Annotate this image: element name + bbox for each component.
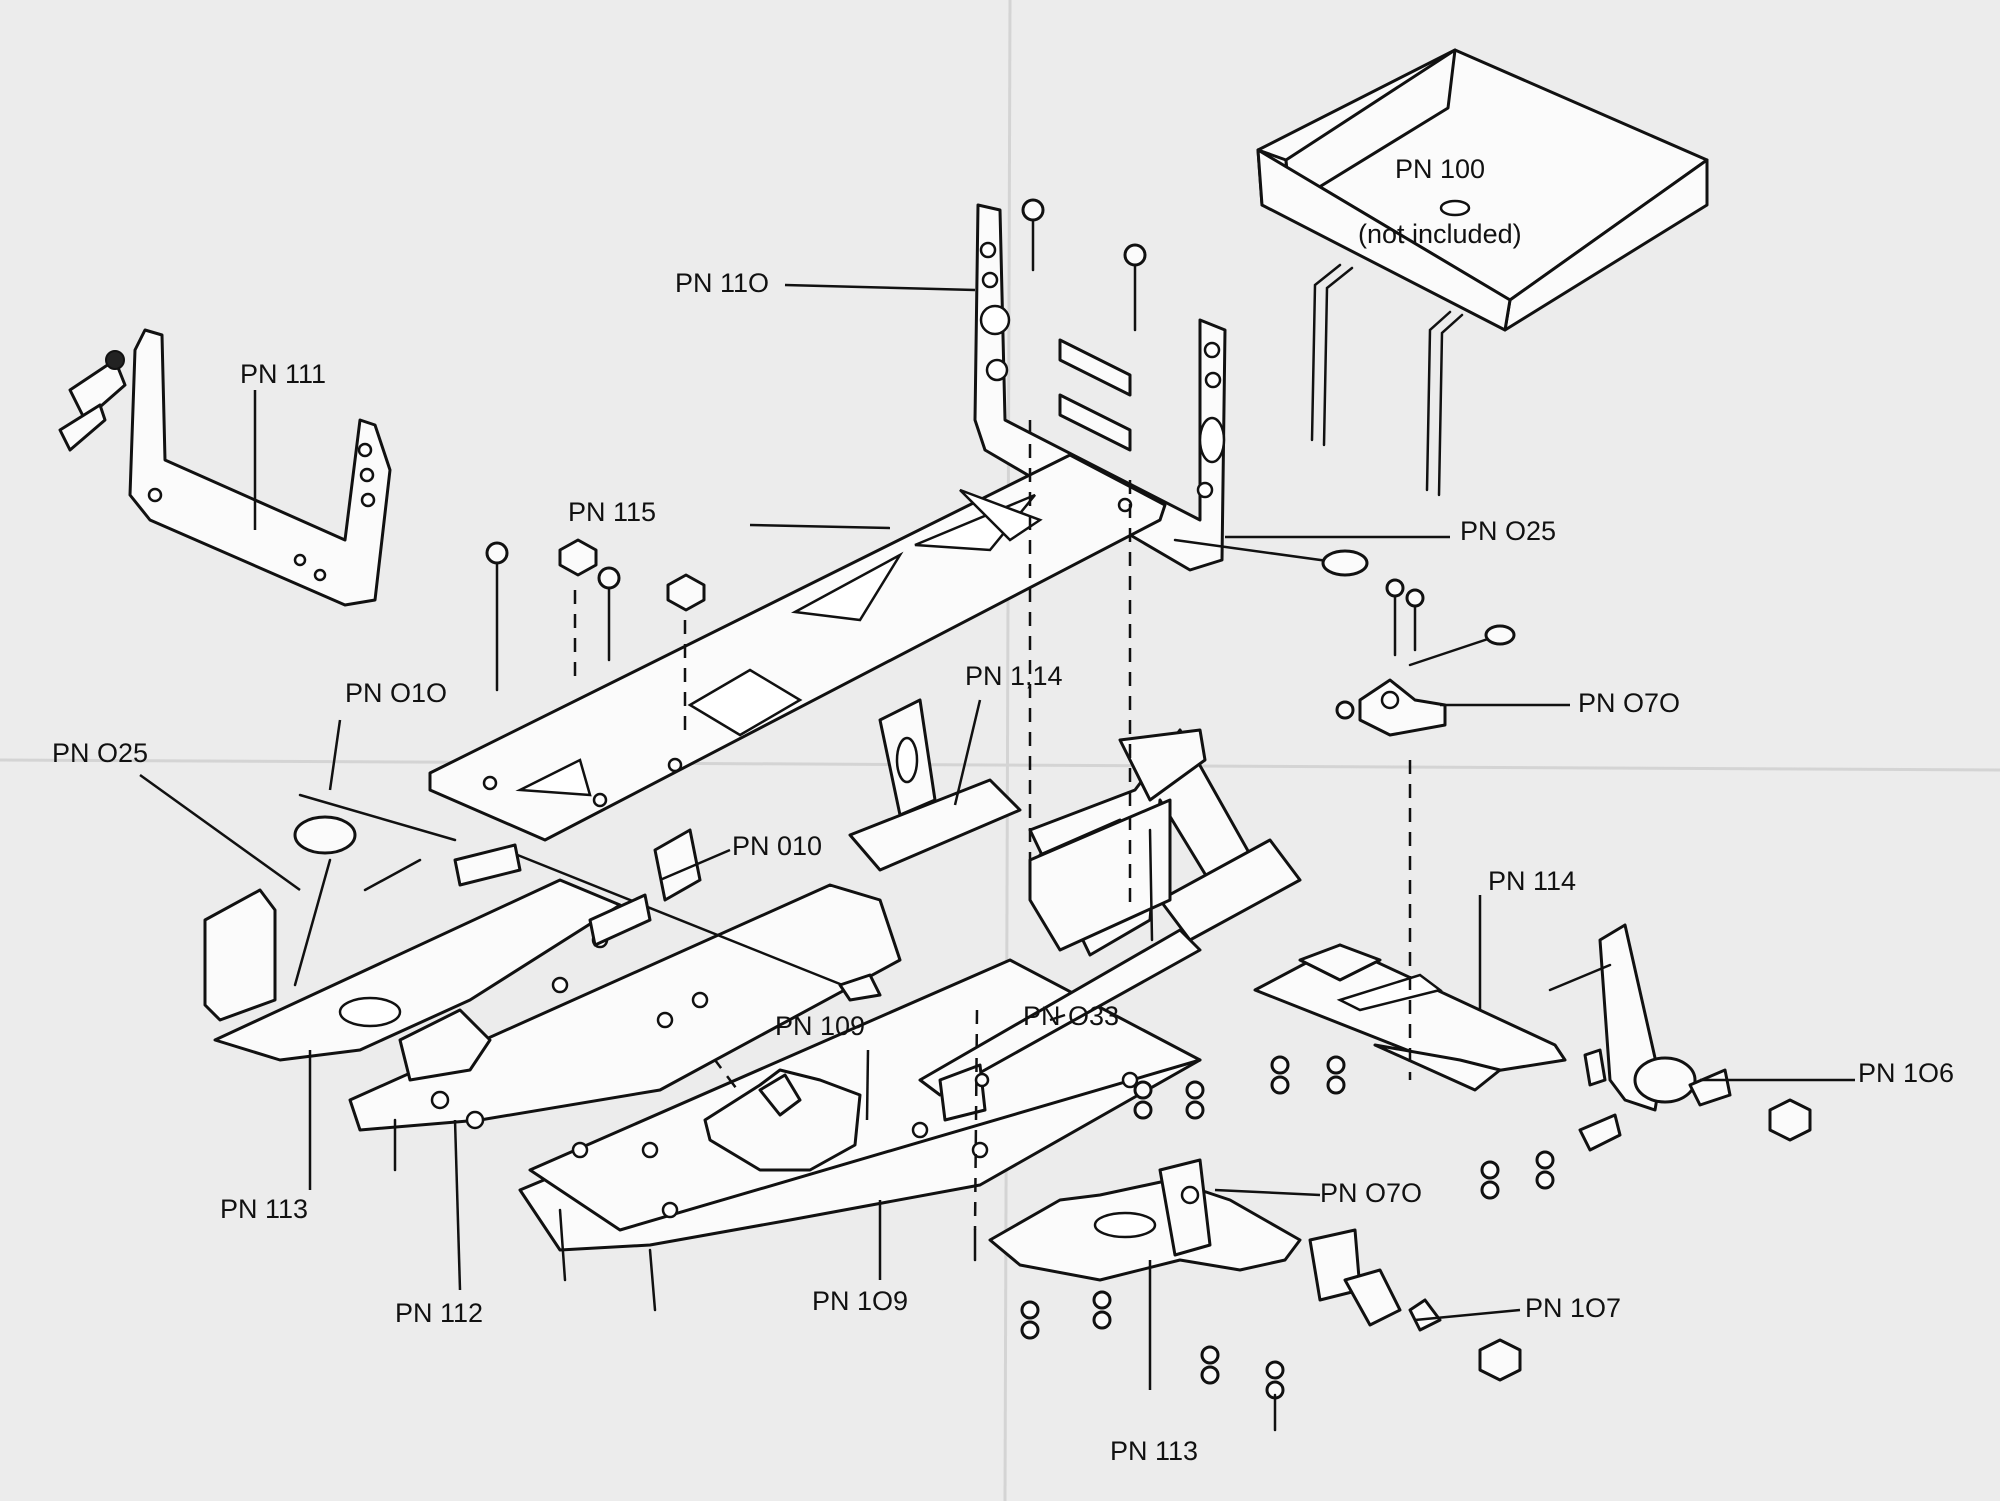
lower-assembly-pn113 xyxy=(988,1158,1522,1382)
alignment-lines xyxy=(973,420,1412,1231)
label-pn113-bottom: PN 113 xyxy=(1110,1436,1198,1466)
label-pn115: PN 115 xyxy=(568,497,656,527)
label-pn112: PN 112 xyxy=(395,1298,483,1328)
label-not-included: (not included) xyxy=(1358,219,1522,249)
tray-pn100 xyxy=(1256,48,1709,497)
label-pn010-mid: PN 010 xyxy=(732,831,822,861)
steering-linkage xyxy=(293,728,1207,1002)
label-pn113-left: PN 113 xyxy=(220,1194,308,1224)
label-pn025-left: PN O25 xyxy=(52,738,148,768)
bumper-pn111 xyxy=(58,328,392,607)
front-plate-pn112 xyxy=(203,878,902,1132)
hardware xyxy=(393,1055,1555,1432)
part-labels: PN 100 (not included) PN 11O PN 111 PN 1… xyxy=(52,154,1954,1466)
mount-pn070-upper xyxy=(1335,578,1516,737)
screws-pn115 xyxy=(485,538,706,740)
label-pn110: PN 11O xyxy=(675,268,769,298)
label-pn109-bottom: PN 1O9 xyxy=(812,1286,908,1316)
label-pn010-left: PN O1O xyxy=(345,678,447,708)
label-pn100: PN 100 xyxy=(1395,154,1485,184)
rail-pn033 xyxy=(918,828,1202,1122)
leader-lines xyxy=(139,283,1855,1390)
upright-pn106 xyxy=(1548,923,1812,1152)
label-pn033: PN O33 xyxy=(1023,1001,1119,1031)
label-pn070-top: PN O7O xyxy=(1578,688,1680,718)
label-pn070-bottom: PN O7O xyxy=(1320,1178,1422,1208)
label-pn114-right: PN 114 xyxy=(1488,866,1576,896)
top-plate-pn115 xyxy=(428,453,1167,842)
label-pn107: PN 1O7 xyxy=(1525,1293,1621,1323)
label-pn025-top: PN O25 xyxy=(1460,516,1556,546)
label-pn114-mid: PN 1,14 xyxy=(965,661,1063,691)
arm-pn114-right xyxy=(1253,943,1567,1092)
label-pn111: PN 111 xyxy=(240,359,326,389)
label-pn109-top: PN 109 xyxy=(775,1011,865,1041)
label-pn106: PN 1O6 xyxy=(1858,1058,1954,1088)
